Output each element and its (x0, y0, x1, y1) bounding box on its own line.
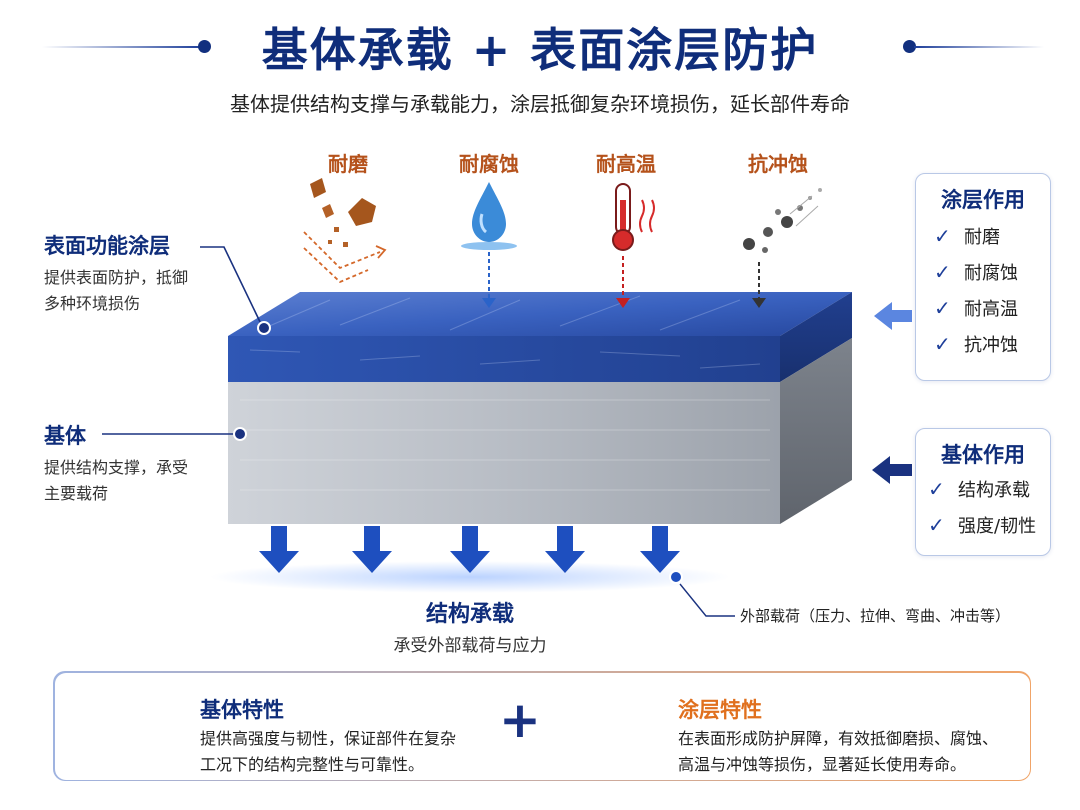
substrate-item: ✓ 强度/韧性 (928, 507, 1050, 543)
coating-feature-desc-2: 高温与冲蚀等损伤，显著延长使用寿命。 (678, 755, 967, 774)
external-load-leader (679, 583, 735, 617)
check-icon: ✓ (934, 296, 951, 320)
page-title: 基体承载 + 表面涂层防护 (261, 23, 819, 77)
substrate-label-desc-1: 提供结构支撑，承受 (44, 458, 189, 477)
hazard-label-erosion: 抗冲蚀 (748, 152, 808, 176)
substrate-side-face (780, 338, 852, 524)
plus-sign: + (499, 691, 541, 749)
coating-feature-desc-1: 在表面形成防护屏障，有效抵御磨损、腐蚀、 (678, 729, 999, 748)
page-subtitle: 基体提供结构支撑与承载能力，涂层抵御复杂环境损伤，延长部件寿命 (230, 92, 850, 116)
coating-leader-line (200, 246, 263, 327)
substrate-label-desc-2: 主要载荷 (44, 484, 109, 503)
hazard-label-heat: 耐高温 (596, 152, 656, 176)
substrate-panel-title: 基体作用 (941, 443, 1025, 467)
coating-label-desc-2: 多种环境损伤 (44, 294, 141, 313)
load-arrow-1 (259, 526, 299, 573)
substrate-feature-desc-2: 工况下的结构完整性与可靠性。 (200, 755, 425, 774)
coating-feature-title: 涂层特性 (678, 698, 762, 722)
coating-panel-title: 涂层作用 (941, 188, 1025, 212)
substrate-feature-desc-1: 提供高强度与韧性，保证部件在复杂 (200, 729, 457, 748)
hazard-label-abrasion: 耐磨 (328, 152, 368, 176)
title-line-right (914, 46, 1044, 48)
particles-icon (743, 188, 822, 308)
coating-side-face (780, 292, 852, 382)
load-arrow-3 (450, 526, 490, 573)
coating-top-face (228, 292, 852, 336)
substrate-item-label: 结构承载 (958, 480, 1030, 501)
check-icon: ✓ (934, 224, 951, 248)
substrate-function-panel: 基体作用 ✓ 结构承载 ✓ 强度/韧性 (915, 428, 1051, 556)
load-title: 结构承载 (425, 602, 514, 627)
coating-front-face (228, 336, 780, 382)
check-icon: ✓ (934, 260, 951, 284)
external-load-label: 外部载荷（压力、拉伸、弯曲、冲击等） (740, 607, 1011, 625)
thermometer-icon (612, 183, 655, 308)
substrate-label-title: 基体 (44, 424, 86, 448)
substrate-item: ✓ 结构承载 (928, 471, 1050, 507)
load-desc: 承受外部载荷与应力 (393, 636, 547, 656)
check-icon: ✓ (928, 477, 945, 501)
check-icon: ✓ (928, 513, 945, 537)
load-arrow-2 (352, 526, 392, 573)
water-drop-icon (461, 182, 517, 308)
abrasion-icon (303, 178, 387, 284)
hazard-label-corrosion: 耐腐蚀 (459, 152, 519, 176)
load-arrow-4 (545, 526, 585, 573)
coating-function-panel: 涂层作用 ✓ 耐磨 ✓ 耐腐蚀 ✓ 耐高温 ✓ 抗冲蚀 (915, 173, 1051, 381)
title-dot-left (198, 40, 211, 53)
coating-item-label: 耐磨 (964, 227, 1000, 248)
coating-item: ✓ 耐磨 (934, 218, 1050, 254)
load-glow (210, 561, 730, 593)
bottom-summary-box (53, 671, 1031, 781)
substrate-front-face (228, 382, 780, 524)
coating-label-desc-1: 提供表面防护，抵御 (44, 268, 189, 287)
coating-item-label: 耐腐蚀 (964, 263, 1018, 284)
coating-item: ✓ 耐高温 (934, 290, 1050, 326)
substrate-item-label: 强度/韧性 (958, 516, 1037, 537)
check-icon: ✓ (934, 332, 951, 356)
substrate-leader-dot (233, 427, 247, 441)
title-dot-right (903, 40, 916, 53)
load-arrow-5 (640, 526, 680, 573)
coating-panel-arrow (874, 302, 912, 330)
coating-item-label: 抗冲蚀 (964, 335, 1018, 356)
coating-item: ✓ 耐腐蚀 (934, 254, 1050, 290)
external-load-dot (669, 570, 683, 584)
coating-item: ✓ 抗冲蚀 (934, 326, 1050, 362)
substrate-panel-arrow (872, 456, 912, 484)
coating-item-label: 耐高温 (964, 299, 1018, 320)
substrate-feature-title: 基体特性 (200, 698, 284, 722)
coating-label-title: 表面功能涂层 (44, 234, 170, 258)
title-line-left (42, 46, 202, 48)
coating-leader-dot (257, 321, 271, 335)
